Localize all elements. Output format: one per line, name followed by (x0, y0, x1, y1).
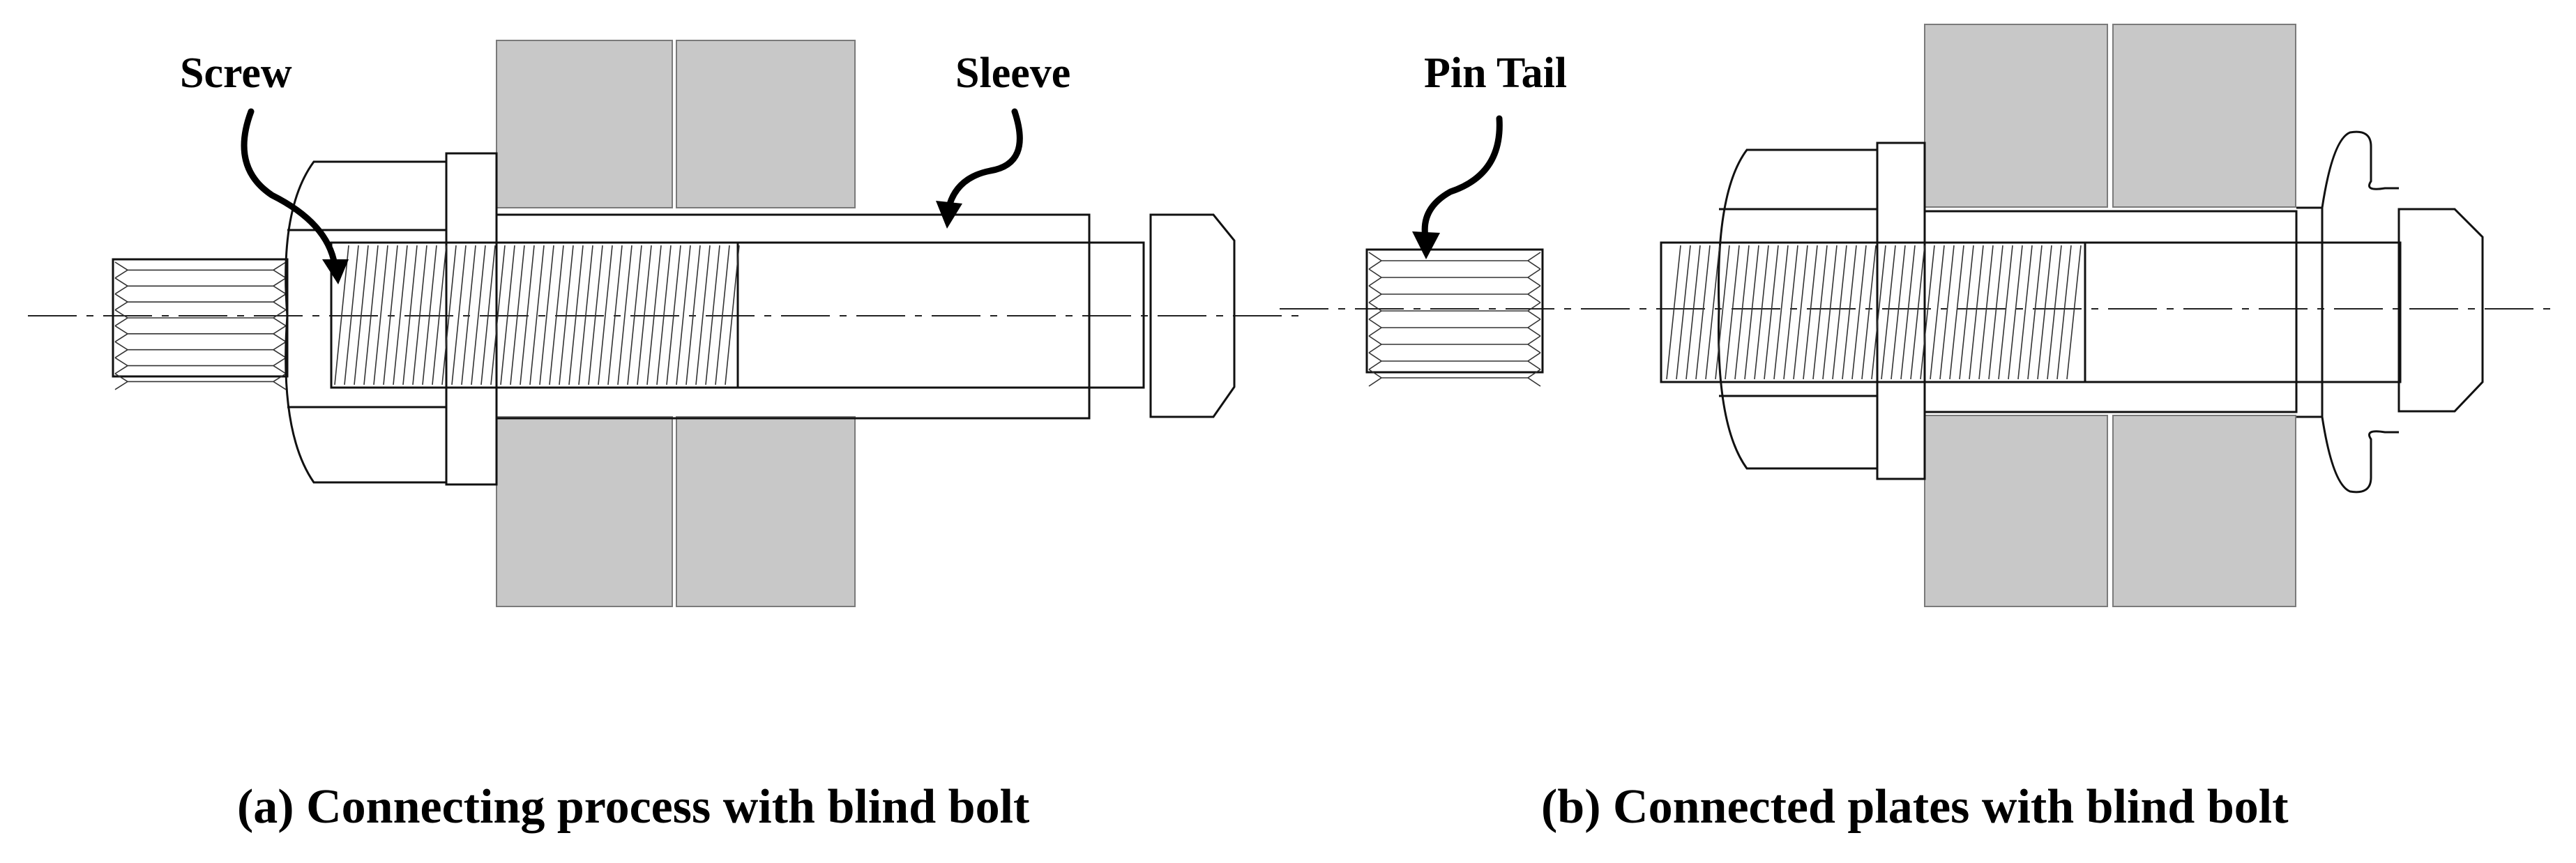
sleeve-a (330, 213, 1145, 420)
screw-label: Screw (180, 49, 292, 97)
pin-tail-b (1365, 248, 1544, 387)
pin-tail-a (112, 258, 289, 390)
plate-b-top-left (1924, 24, 2108, 208)
plate-a-top-right (676, 40, 856, 208)
panel-a: Screw Sleeve (a) Connecting process with… (28, 40, 1304, 834)
plate-a-top-left (496, 40, 673, 208)
sleeve-label: Sleeve (955, 49, 1070, 97)
pin-tail-label: Pin Tail (1424, 49, 1567, 97)
plate-a-bottom-right (676, 416, 856, 607)
screw-arrow (241, 108, 349, 284)
screw-head-a (1149, 213, 1236, 418)
nut-b (1718, 148, 1879, 470)
plates-b (1924, 24, 2296, 607)
plate-b-bottom-right (2112, 415, 2296, 607)
screw-head-b (2397, 208, 2484, 413)
caption-a: (a) Connecting process with blind bolt (237, 780, 1029, 834)
pin-tail-arrow (1412, 115, 1503, 259)
washer-a (445, 152, 498, 486)
bolt-body-b (1660, 210, 2402, 413)
nut-a (285, 160, 448, 484)
bulged-sleeve-b (2296, 130, 2399, 494)
plate-b-bottom-left (1924, 415, 2108, 607)
plate-a-bottom-left (496, 416, 673, 607)
caption-b: (b) Connected plates with blind bolt (1541, 780, 2289, 834)
screw-thread-b (1666, 245, 2082, 380)
screw-thread-a (334, 245, 740, 385)
plates-a (496, 40, 856, 607)
sleeve-arrow (936, 108, 1023, 229)
plate-b-top-right (2112, 24, 2296, 208)
panel-b: Pin Tail (b) Connected plates with blind… (1280, 24, 2552, 834)
